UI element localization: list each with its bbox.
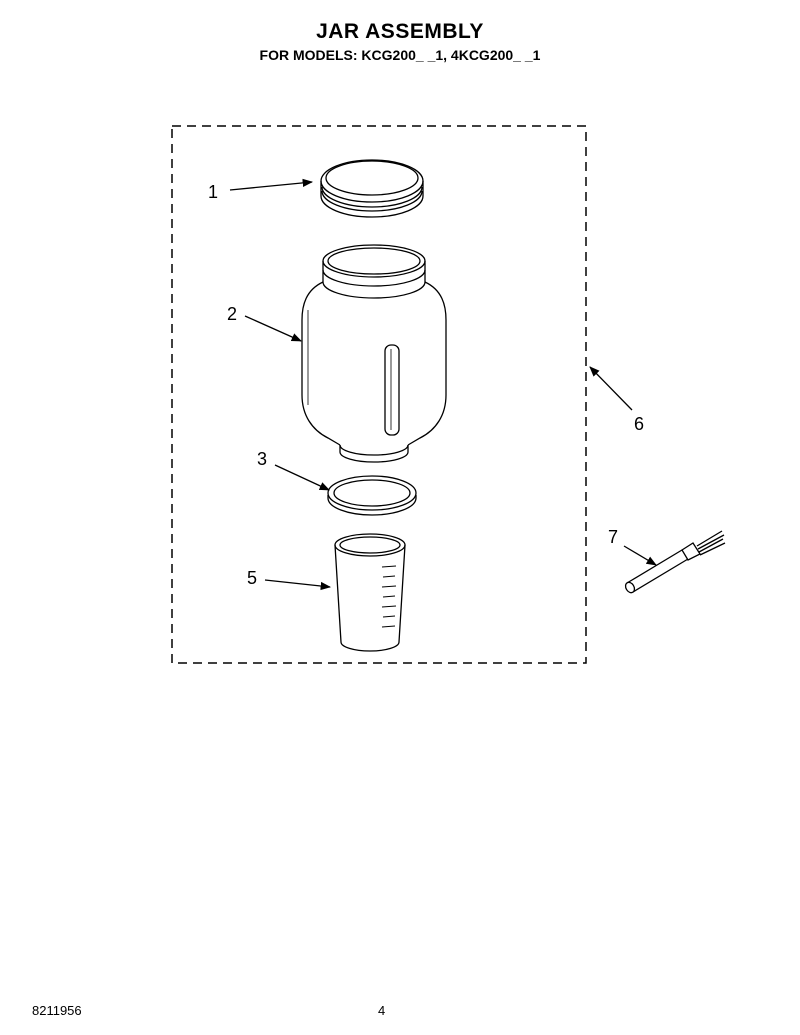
kit-boundary: [171, 125, 587, 664]
gasket-part: [327, 475, 417, 516]
lid-part: [320, 159, 424, 218]
callout-1: 1: [208, 182, 218, 202]
leader-arrow-2: [244, 315, 302, 342]
leader-arrow-7: [623, 545, 657, 566]
leader-arrow-6: [589, 366, 633, 411]
measuring-cup-part: [334, 533, 406, 652]
callout-5: 5: [247, 568, 257, 588]
jar-part: [301, 244, 447, 463]
callout-7: 7: [608, 527, 618, 547]
leader-arrow-5: [264, 579, 332, 591]
page-number: 4: [378, 1003, 386, 1018]
leader-arrow-1: [229, 178, 314, 191]
page-title: JAR ASSEMBLY: [316, 20, 484, 43]
models-subtitle: FOR MODELS: KCG200_ _1, 4KCG200_ _1: [259, 47, 541, 63]
callout-2: 2: [227, 304, 237, 324]
leader-arrow-3: [274, 464, 330, 491]
part-number: 8211956: [32, 1003, 82, 1018]
callout-3: 3: [257, 449, 267, 469]
brush-part: [624, 530, 726, 594]
callout-6: 6: [634, 414, 644, 434]
